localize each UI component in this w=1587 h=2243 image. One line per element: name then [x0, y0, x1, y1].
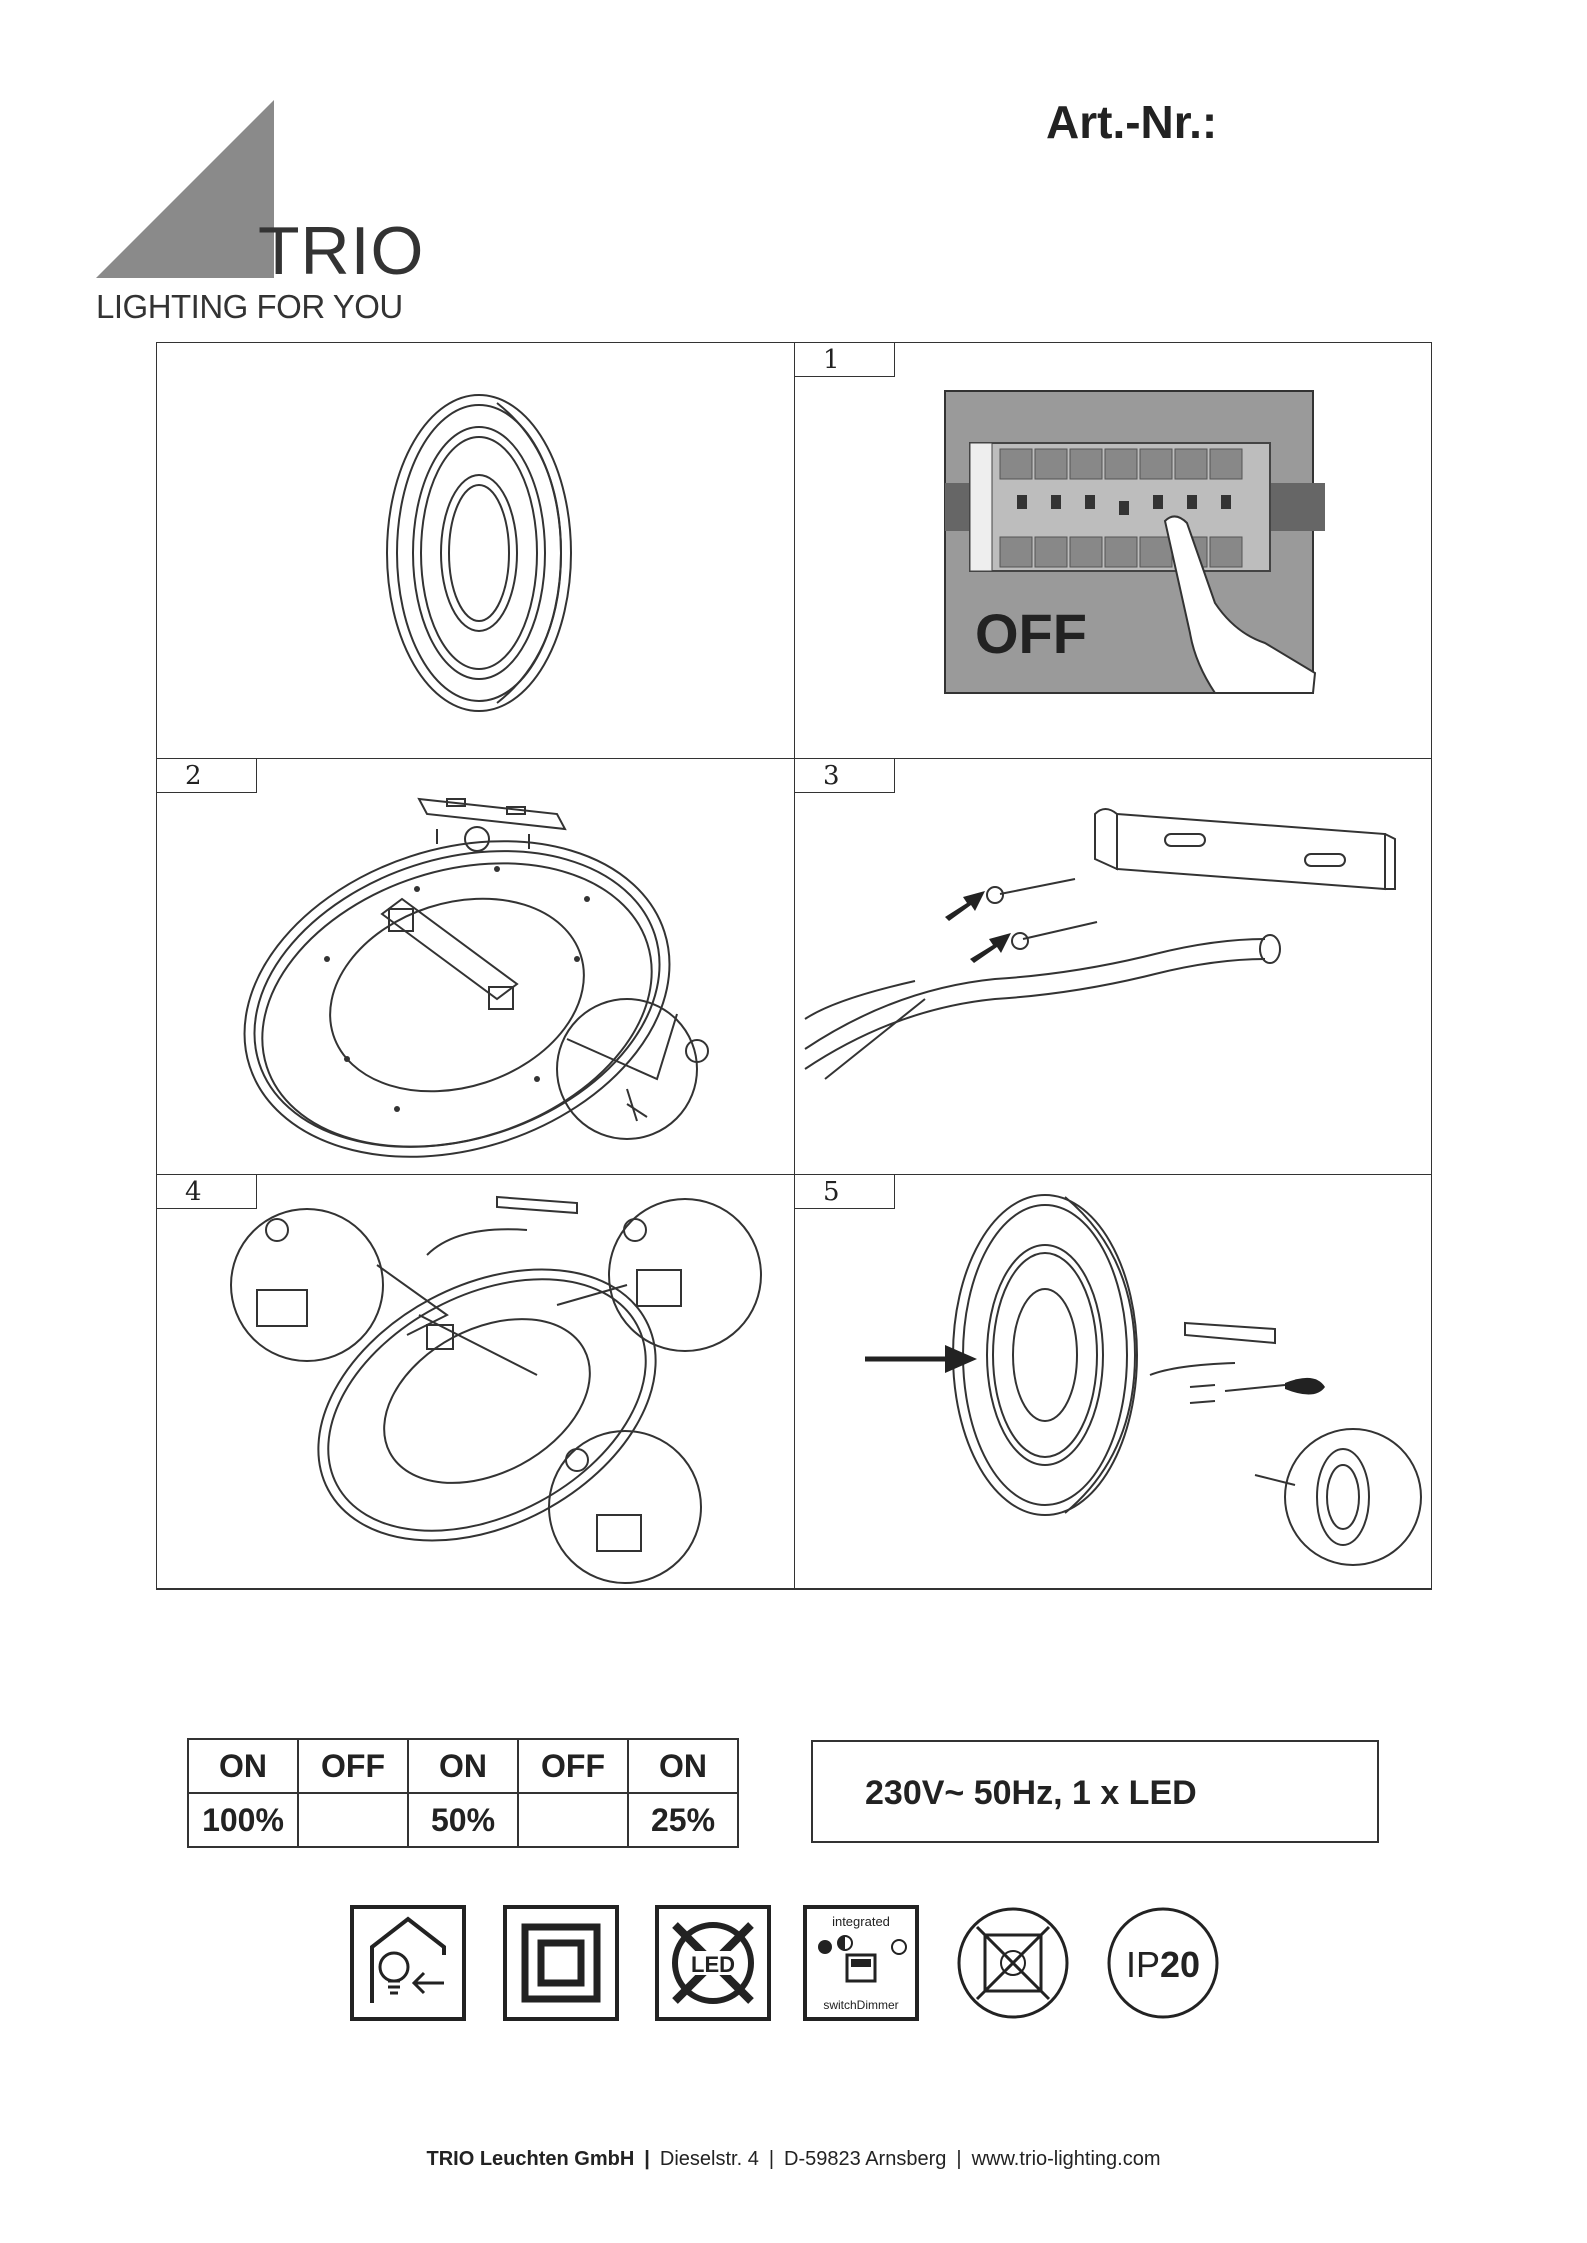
state-cell: OFF: [518, 1739, 628, 1793]
footer-street: Dieselstr. 4: [660, 2148, 759, 2170]
ip20-rating-icon: IP20: [1105, 1905, 1221, 2021]
step-5-cell: 5: [795, 1175, 1432, 1589]
mounting-plate-removal-icon: [157, 759, 795, 1175]
level-cell: 25%: [628, 1793, 738, 1847]
footer-company: TRIO Leuchten GmbH: [426, 2148, 634, 2170]
ip-text: IP: [1126, 1944, 1160, 1985]
state-cell: ON: [408, 1739, 518, 1793]
fuse-box-icon: OFF: [795, 343, 1432, 759]
product-front-icon: [157, 343, 795, 759]
article-number-label: Art.-Nr.:: [1046, 95, 1217, 149]
footer-web[interactable]: www.trio-lighting.com: [972, 2148, 1161, 2170]
state-cell: OFF: [298, 1739, 408, 1793]
ip-number: 20: [1160, 1944, 1200, 1985]
step-4-cell: 4: [157, 1175, 795, 1589]
instruction-grid: 1 OFF: [156, 342, 1432, 1590]
logo-wordmark: TRIO: [258, 217, 424, 285]
step-1-cell: 1 OFF: [795, 343, 1432, 759]
final-assembly-icon: [795, 1175, 1432, 1589]
integrated-switch-dimmer-icon: integrated switchDimmer: [803, 1905, 919, 2021]
step-3-cell: 3: [795, 759, 1432, 1175]
switch-dimmer-table: ON OFF ON OFF ON 100% 50% 25%: [187, 1738, 739, 1848]
level-cell: [518, 1793, 628, 1847]
level-cell: [298, 1793, 408, 1847]
led-text: LED: [691, 1952, 735, 1977]
trio-logo: TRIO LIGHTING FOR YOU: [96, 100, 416, 325]
level-cell: 100%: [188, 1793, 298, 1847]
electrical-spec: 230V~ 50Hz, 1 x LED: [811, 1740, 1379, 1843]
state-cell: ON: [188, 1739, 298, 1793]
not-for-insulated-ceiling-icon: [955, 1905, 1071, 2021]
dimmer-bottom-text: switchDimmer: [823, 1998, 898, 2012]
wiring-connection-icon: [157, 1175, 795, 1589]
led-not-replaceable-icon: LED: [655, 1905, 771, 2021]
footer-address: TRIO Leuchten GmbH|Dieselstr. 4|D-59823 …: [0, 2148, 1587, 2171]
footer-city: D-59823 Arnsberg: [784, 2148, 946, 2170]
state-cell: ON: [628, 1739, 738, 1793]
product-view-cell: [157, 343, 795, 759]
table-row: 100% 50% 25%: [188, 1793, 738, 1847]
step-2-cell: 2: [157, 759, 795, 1175]
protection-class-ii-icon: [503, 1905, 619, 2021]
table-row: ON OFF ON OFF ON: [188, 1739, 738, 1793]
logo-tagline: LIGHTING FOR YOU: [96, 290, 403, 323]
wall-fixing-screws-icon: [795, 759, 1432, 1175]
indoor-use-icon: [350, 1905, 466, 2021]
svg-text:IP20: IP20: [1126, 1944, 1200, 1985]
dimmer-top-text: integrated: [832, 1914, 890, 1929]
level-cell: 50%: [408, 1793, 518, 1847]
off-label: OFF: [975, 602, 1087, 665]
